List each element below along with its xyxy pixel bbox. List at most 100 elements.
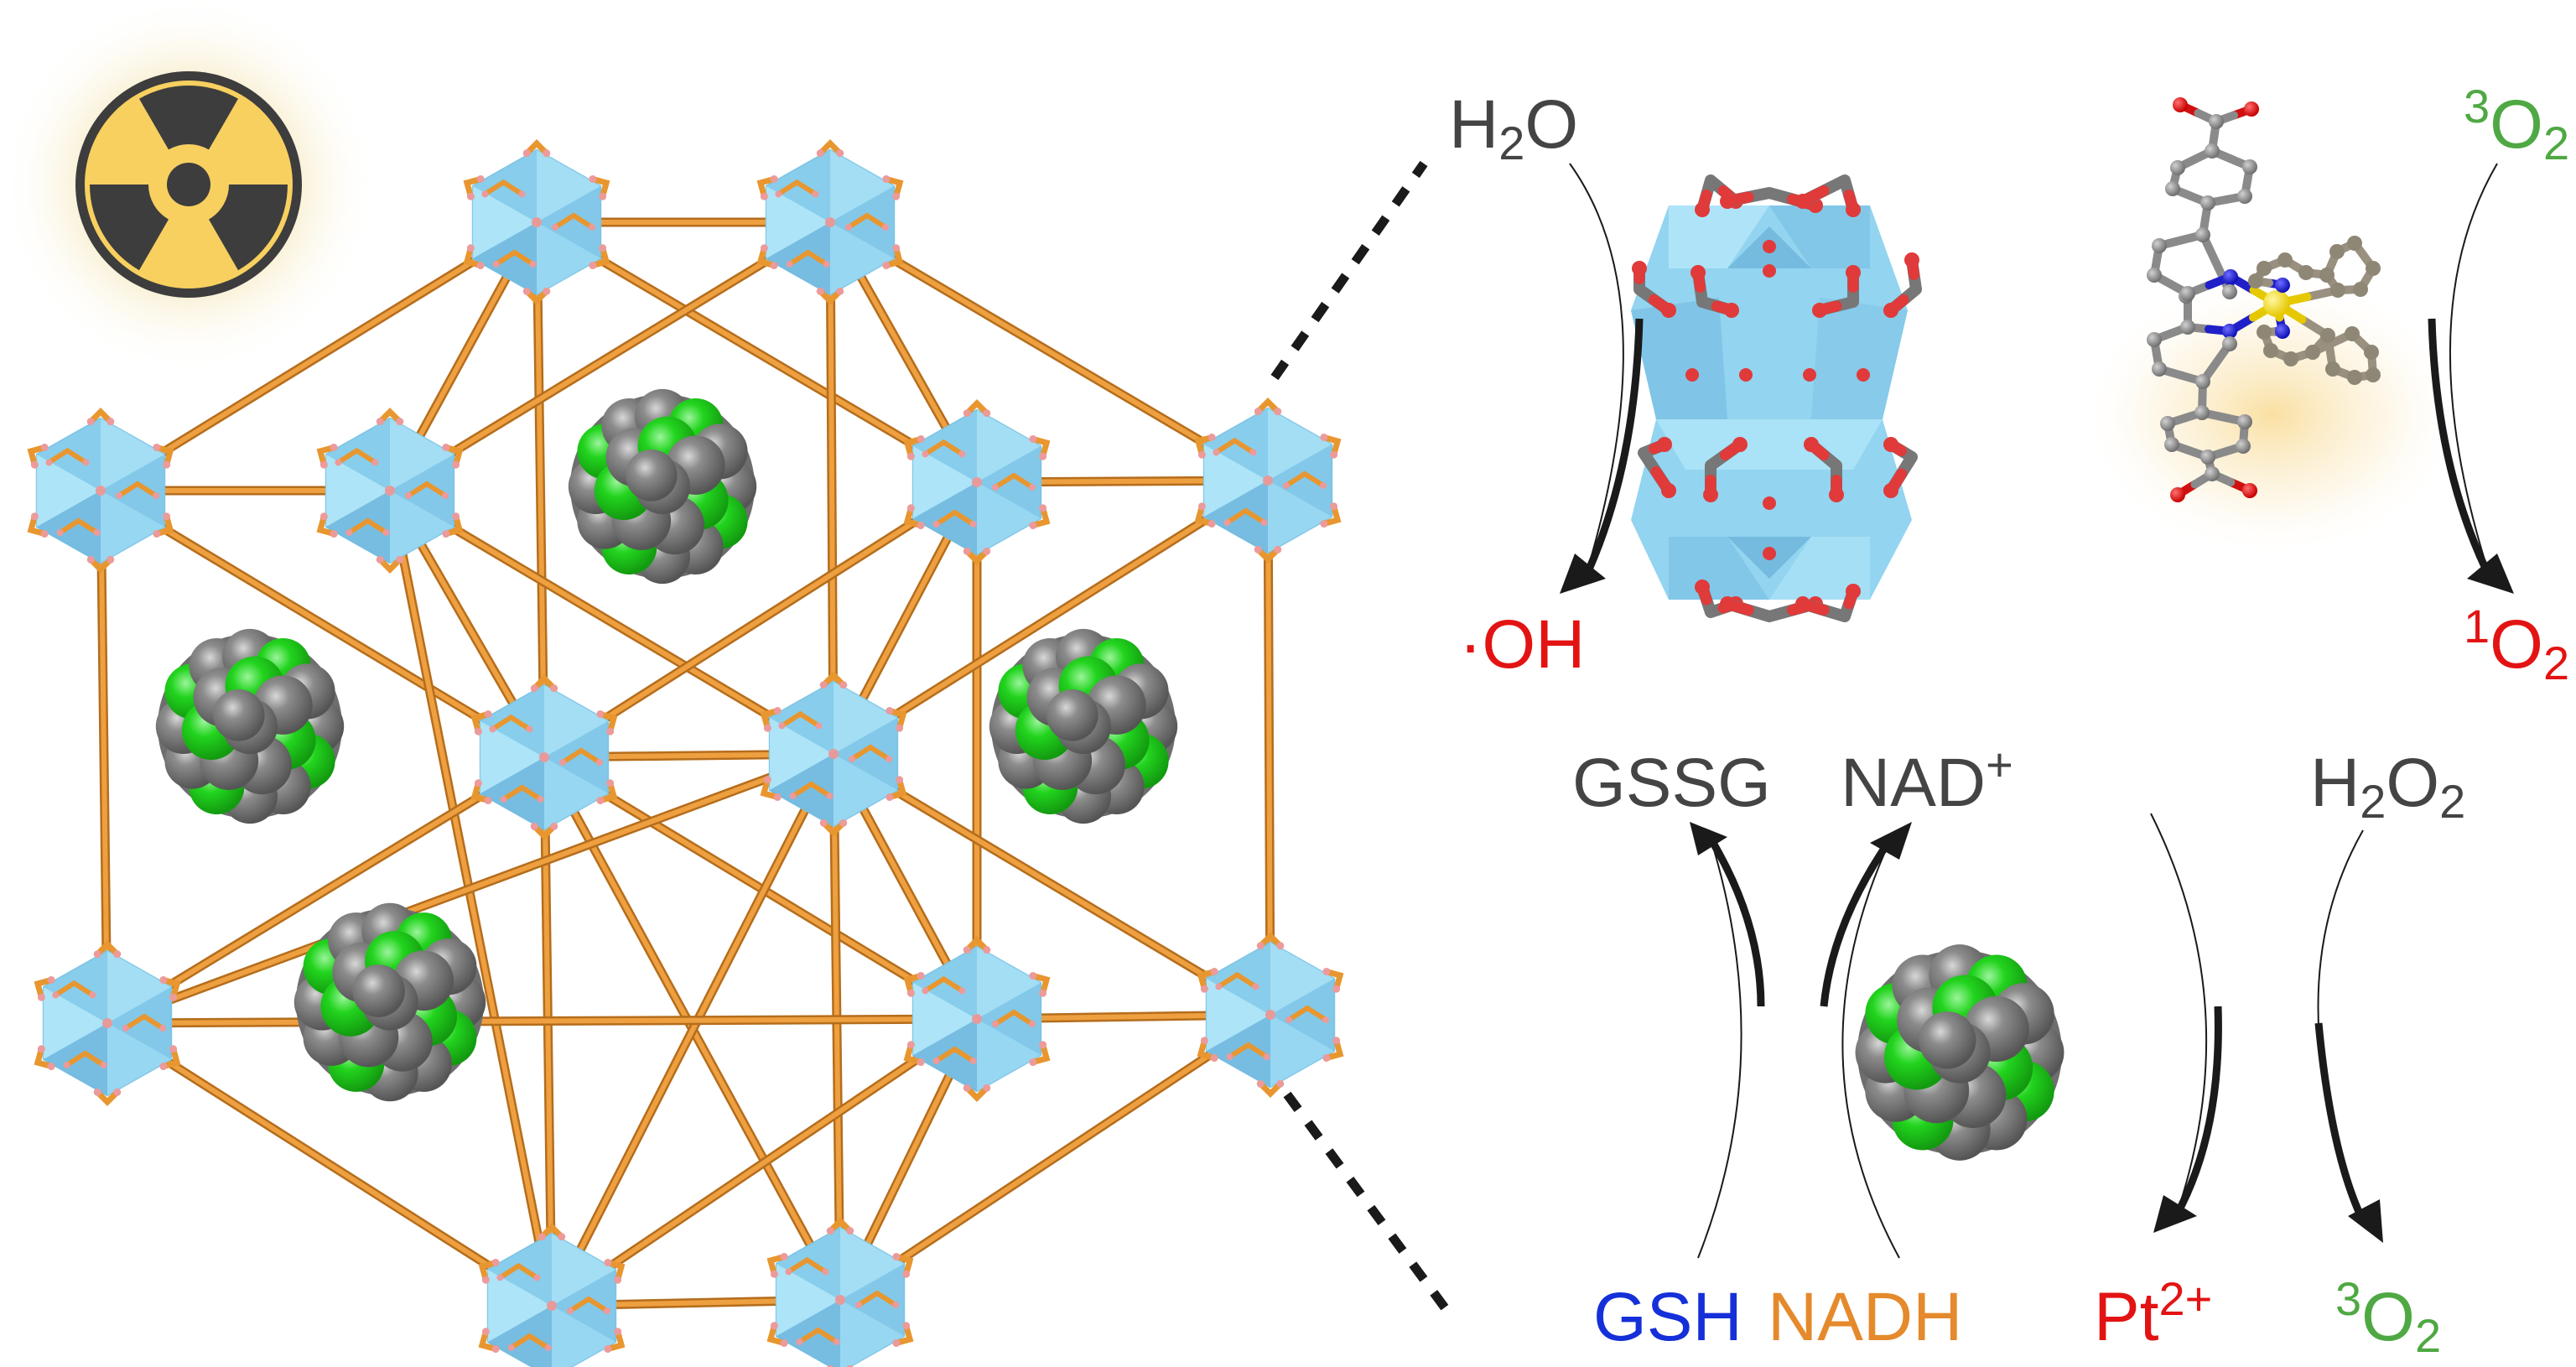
icosahedral-node (470, 673, 618, 841)
atom (2237, 414, 2252, 429)
atom (2173, 97, 2188, 112)
guest-clusters (155, 388, 1178, 1102)
linker-rod-highlight (98, 488, 110, 1026)
atom (2152, 361, 2167, 377)
atom (2263, 343, 2278, 358)
radiation-icon (0, 0, 377, 373)
atom (2236, 439, 2251, 454)
atom (2194, 405, 2210, 420)
linker-rod-highlight (828, 220, 1270, 483)
icosahedral-node (903, 935, 1051, 1103)
atom (2222, 284, 2237, 299)
linker-rod-highlight (534, 220, 547, 760)
linker-rod-highlight (387, 488, 554, 1308)
arrow-h2o-to-oh (1569, 163, 1624, 580)
linker-rod-highlight (828, 220, 836, 756)
label-nadh: NADH (1768, 1279, 1963, 1355)
atom (2263, 290, 2290, 317)
polyoxometalate-cluster (1631, 174, 1922, 622)
atom (2257, 325, 2272, 340)
icosahedral-node (463, 138, 610, 306)
guest-cluster-bottom-left (293, 902, 486, 1102)
atom (2152, 238, 2167, 253)
icosahedral-node (478, 1222, 626, 1367)
linker-rod-highlight (534, 220, 979, 485)
atom (2237, 189, 2252, 204)
atom (2275, 324, 2290, 339)
atom (2165, 181, 2180, 196)
atom (2242, 483, 2257, 498)
radiation-blade (139, 86, 238, 150)
atom (2164, 437, 2179, 452)
guest-cluster-right (989, 628, 1178, 824)
icosahedral-node (760, 670, 907, 838)
atom (2257, 261, 2272, 276)
atom (2298, 265, 2314, 280)
guest-cluster-top (568, 388, 757, 585)
label-gsh: GSH (1593, 1279, 1742, 1355)
radiation-blade (209, 185, 288, 271)
atom (2147, 268, 2162, 283)
atom (2242, 159, 2257, 174)
atom (2320, 328, 2335, 343)
linker-rod-highlight (831, 478, 1270, 756)
atom (2329, 244, 2345, 259)
linker-rod-highlight (542, 480, 979, 760)
icosahedral-node (316, 407, 464, 574)
atom (2353, 282, 2368, 297)
atom (2200, 195, 2215, 211)
atom (2364, 345, 2379, 360)
atom (2248, 273, 2263, 288)
label-singlet-oxygen: 1O2 (2464, 600, 2570, 689)
atom (2275, 278, 2290, 293)
label-pt-ion: Pt2+ (2094, 1272, 2213, 1355)
icosahedral-node (34, 939, 181, 1107)
framework-nodes (27, 138, 1344, 1367)
guest-cluster-left (155, 628, 345, 824)
atom (2147, 332, 2162, 347)
atom (2170, 160, 2185, 175)
atom (2205, 143, 2220, 159)
label-h2o: H2O (1449, 86, 1579, 169)
label-hydroxyl-radical: ·OH (1459, 606, 1586, 683)
atom (2209, 114, 2224, 129)
linker-rod-highlight (387, 488, 836, 756)
atom (2305, 345, 2320, 360)
linker-rod-highlight (838, 1012, 1273, 1302)
zoom-dashed-line-top (1270, 160, 1428, 381)
arrow-to-pt (2150, 813, 2208, 1217)
iridium-complex-linker (2080, 97, 2465, 558)
linker-rod-highlight (105, 751, 836, 1026)
atom (2366, 261, 2381, 276)
atom (2347, 236, 2362, 251)
atom (2200, 450, 2215, 465)
label-h2o2: H2O2 (2310, 745, 2466, 828)
atom (2160, 416, 2175, 431)
atom (2222, 324, 2237, 339)
icosahedral-node (766, 1216, 914, 1367)
atom (2345, 326, 2360, 341)
atom (2195, 227, 2210, 242)
atom (2180, 320, 2195, 335)
atom (2244, 101, 2259, 117)
atom (2347, 370, 2362, 385)
linker-rod-highlight (98, 488, 547, 760)
arrow-gsh-to-gssg (1697, 838, 1742, 1259)
atom (2283, 351, 2298, 366)
label-gssg: GSSG (1572, 745, 1771, 821)
atom (2330, 283, 2345, 298)
label-triplet-oxygen-top: 3O2 (2464, 80, 2570, 169)
atom (2205, 466, 2220, 481)
icosahedral-node (1197, 931, 1344, 1099)
label-triplet-oxygen-bottom: 3O2 (2335, 1272, 2442, 1362)
atom (2170, 487, 2185, 502)
linker-rod-highlight (105, 1016, 979, 1026)
atom (2180, 286, 2195, 301)
linker-rod-highlight (831, 751, 1273, 1017)
arrow-3o2-to-1o2 (2449, 163, 2498, 580)
guest-cluster-detail (1855, 944, 2064, 1161)
reaction-arrows (1560, 163, 2514, 1259)
linker-rod-highlight (831, 751, 843, 1302)
icosahedral-node (27, 407, 174, 574)
